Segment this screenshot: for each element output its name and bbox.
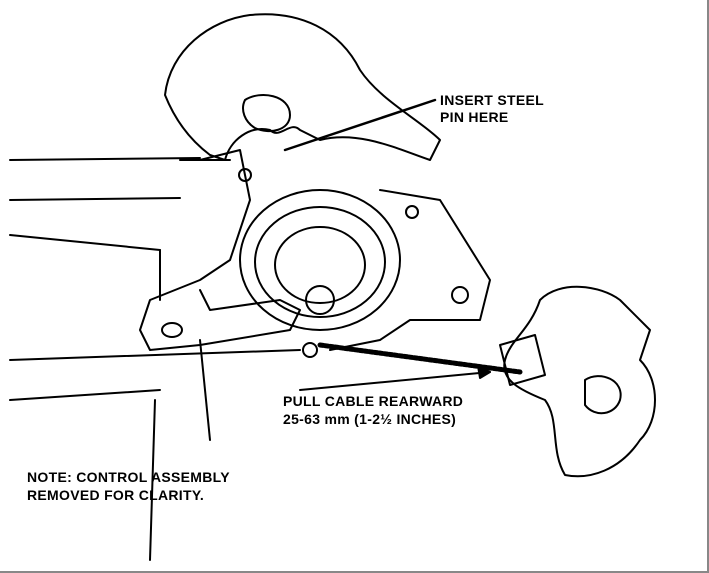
cable-reel xyxy=(239,189,401,331)
pin-label-line1: INSERT STEEL xyxy=(440,92,544,108)
hand xyxy=(164,13,441,161)
slot xyxy=(161,322,183,338)
finger xyxy=(584,375,622,415)
note-line1: NOTE: CONTROL ASSEMBLY xyxy=(27,469,230,485)
note-line2: REMOVED FOR CLARITY. xyxy=(27,487,205,503)
cable xyxy=(317,342,523,375)
rivet xyxy=(302,342,318,358)
pin-hole xyxy=(238,168,252,182)
bolt xyxy=(451,286,469,304)
frame-rail xyxy=(149,159,231,561)
thumb xyxy=(242,94,291,133)
pivot xyxy=(305,285,335,315)
lever-bracket xyxy=(139,149,301,351)
cable-leader-line xyxy=(299,371,491,391)
housing xyxy=(329,189,491,351)
right-hand xyxy=(503,285,656,478)
arrowhead xyxy=(477,365,491,379)
frame-rail xyxy=(9,157,301,401)
pin-label-line2: PIN HERE xyxy=(440,109,509,125)
cable-label-line2: 25-63 mm (1-2½ INCHES) xyxy=(283,411,457,427)
cable-reel-core xyxy=(274,226,366,304)
cable-end xyxy=(499,334,546,386)
bolt xyxy=(405,205,419,219)
pin-leader-line xyxy=(283,98,437,152)
cable-reel-inner xyxy=(254,206,386,318)
cable-label-line1: PULL CABLE REARWARD xyxy=(283,393,464,409)
